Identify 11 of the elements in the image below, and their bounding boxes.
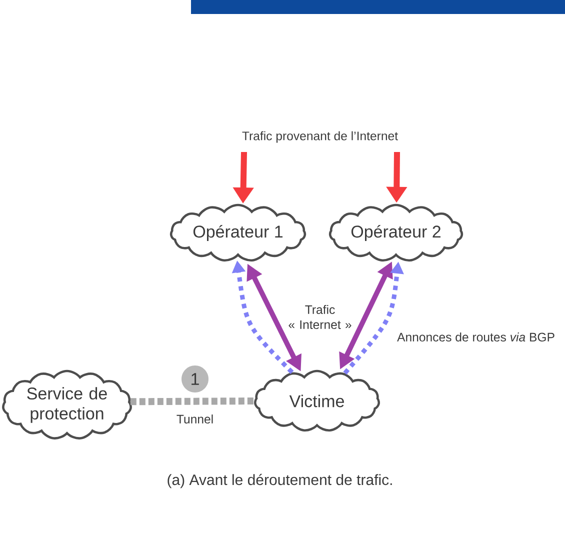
dashed-line [130,398,254,406]
annotation: Trafic provenant de l’Internet [242,131,398,143]
cloud: Opérateur 1 [170,204,306,262]
annotation: Trafic « Internet » [288,304,352,330]
cloud: Victime [254,370,380,432]
number-badge: 1 [182,366,208,392]
cloud: Opérateur 2 [329,204,463,262]
annotation: Annonces de routes via BGP [397,332,554,342]
cloud: Service de protection [2,370,132,440]
caption: (a) Avant le déroutement de trafic. [168,474,392,488]
edge-label: Tunnel [175,413,215,424]
